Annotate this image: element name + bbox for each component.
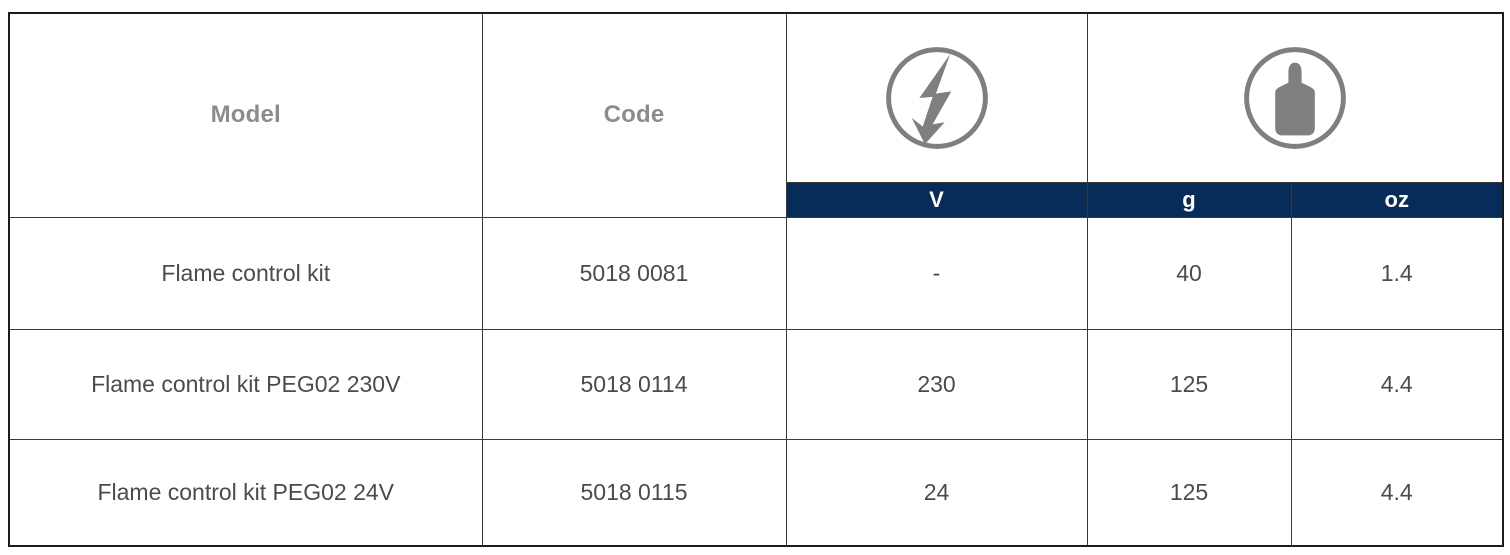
ounces-cell: 4.4 (1290, 328, 1504, 440)
weight-icon (1243, 46, 1346, 149)
weight-column-header (1086, 12, 1504, 183)
header-icon-row: Model Code (8, 12, 1504, 218)
unit-header-row: V g oz (9, 182, 1504, 218)
grams-cell: 40 (1086, 216, 1292, 330)
volts-cell: 230 (785, 328, 1088, 440)
code-cell: 5018 0081 (481, 216, 787, 330)
high-voltage-icon (885, 46, 988, 149)
table-row: Flame control kit 5018 0081 - 40 1.4 (8, 216, 1504, 330)
model-cell: Flame control kit PEG02 24V (8, 438, 483, 547)
model-cell: Flame control kit (8, 216, 483, 330)
table-row: Flame control kit PEG02 24V 5018 0115 24… (8, 438, 1504, 547)
column-header-model: Model (8, 12, 483, 218)
unit-header-ounces: oz (1290, 182, 1504, 218)
table-row: Flame control kit PEG02 230V 5018 0114 2… (8, 328, 1504, 440)
column-header-code: Code (481, 12, 787, 218)
ounces-cell: 1.4 (1290, 216, 1504, 330)
unit-header-volts: V (785, 182, 1088, 218)
grams-cell: 125 (1086, 438, 1292, 547)
unit-header-grams: g (1086, 182, 1292, 218)
grams-cell: 125 (1086, 328, 1292, 440)
volts-cell: - (785, 216, 1088, 330)
volts-cell: 24 (785, 438, 1088, 547)
code-cell: 5018 0114 (481, 328, 787, 440)
ounces-cell: 4.4 (1290, 438, 1504, 547)
product-spec-table: Model Code V g oz (8, 12, 1504, 547)
code-cell: 5018 0115 (481, 438, 787, 547)
model-cell: Flame control kit PEG02 230V (8, 328, 483, 440)
voltage-column-header (785, 12, 1088, 183)
